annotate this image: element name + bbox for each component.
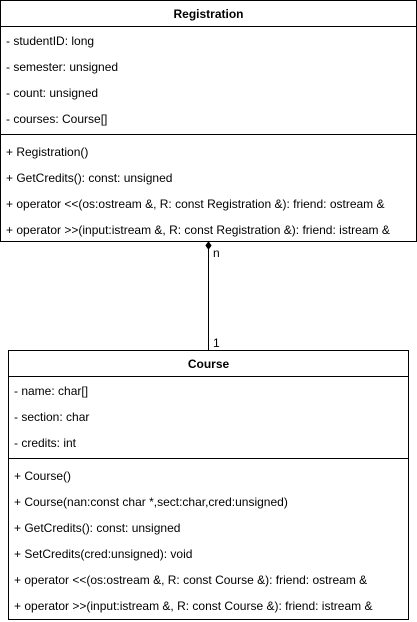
course-operation: + operator <<(os:ostream &, R: const Cou…: [14, 573, 368, 587]
course-operation: + operator >>(input:istream &, R: const …: [14, 599, 373, 613]
source-multiplicity: n: [213, 246, 220, 260]
course-class-name: Course: [9, 351, 408, 377]
registration-operations: + Registration() + GetCredits(): const: …: [1, 135, 416, 243]
target-multiplicity: 1: [213, 336, 220, 350]
course-attribute: - credits: int: [14, 436, 77, 450]
aggregation-diamond: [205, 241, 212, 250]
course-operation: + SetCredits(cred:unsigned): void: [14, 547, 193, 561]
course-attributes: - name: char[] - section: char - credits…: [9, 377, 408, 459]
registration-operation: + operator >>(input:istream &, R: const …: [6, 223, 390, 237]
registration-operation: + operator <<(os:ostream &, R: const Reg…: [6, 197, 385, 211]
registration-operation: + GetCredits(): const: unsigned: [6, 171, 173, 185]
course-operation: + GetCredits(): const: unsigned: [14, 521, 181, 535]
registration-operation: + Registration(): [6, 145, 89, 159]
registration-attribute: - count: unsigned: [6, 86, 99, 100]
course-attribute: - section: char: [14, 410, 90, 424]
course-class-box[interactable]: Course - name: char[] - section: char - …: [8, 350, 409, 620]
registration-class-box[interactable]: Registration - studentID: long - semeste…: [0, 0, 417, 242]
registration-attribute: - courses: Course[]: [6, 112, 108, 126]
registration-attribute: - semester: unsigned: [6, 60, 119, 74]
registration-class-name: Registration: [1, 1, 416, 27]
course-operations: + Course() + Course(nan:const char *,sec…: [9, 459, 408, 619]
course-operation: + Course(nan:const char *,sect:char,cred…: [14, 495, 288, 509]
course-attribute: - name: char[]: [14, 384, 89, 398]
course-operation: + Course(): [14, 469, 72, 483]
registration-attribute: - studentID: long: [6, 34, 95, 48]
registration-attributes: - studentID: long - semester: unsigned -…: [1, 27, 416, 135]
